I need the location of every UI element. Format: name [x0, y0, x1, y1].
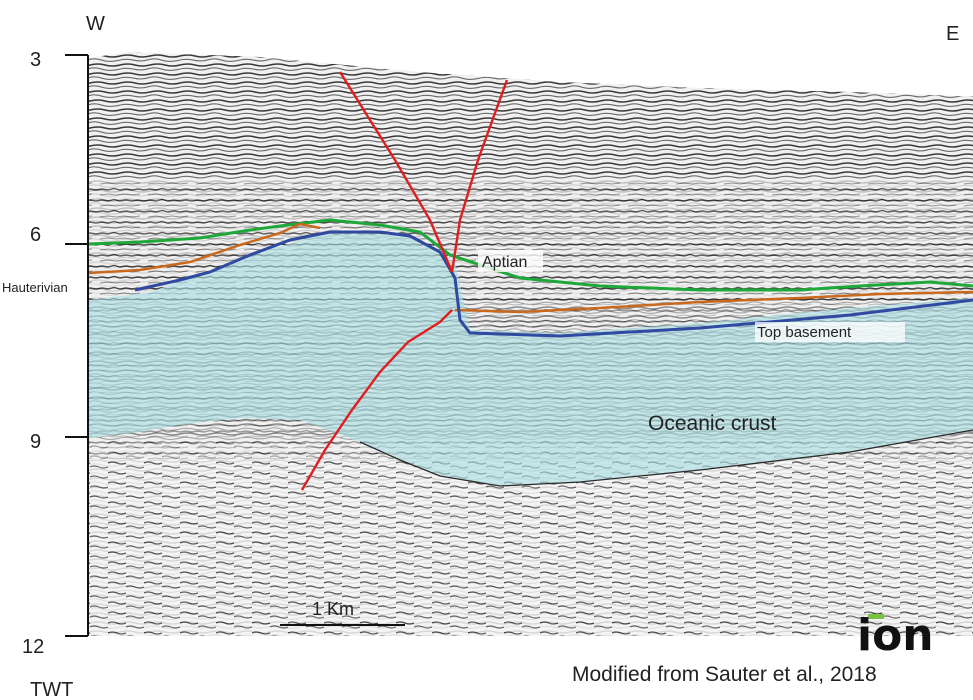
- west-label: W: [86, 13, 105, 35]
- time-axis: [65, 55, 88, 636]
- scale-bar-label: 1 Km: [312, 599, 354, 619]
- east-label: E: [946, 23, 959, 45]
- top-basement-label: Top basement: [757, 324, 852, 341]
- axis-tick-12: 12: [22, 636, 44, 658]
- axis-unit-label: TWT: [30, 679, 73, 700]
- axis-tick-3: 3: [30, 49, 41, 71]
- source-credit: Modified from Sauter et al., 2018: [572, 663, 877, 686]
- hauterivian-label: Hauterivian: [2, 280, 68, 295]
- axis-tick-6: 6: [30, 224, 41, 246]
- axis-tick-9: 9: [30, 431, 41, 453]
- oceanic-crust-label: Oceanic crust: [648, 412, 777, 435]
- aptian-label: Aptian: [482, 254, 527, 271]
- ion-logo: ion: [857, 610, 934, 661]
